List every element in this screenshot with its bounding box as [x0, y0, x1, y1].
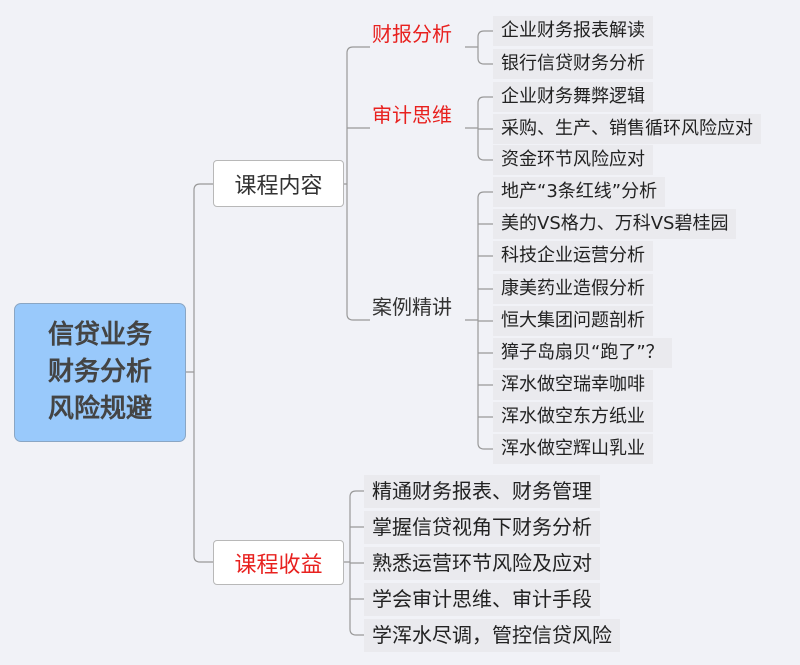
leaf-item[interactable]: 浑水做空东方纸业 [493, 402, 653, 432]
leaf-item[interactable]: 美的VS格力、万科VS碧桂园 [493, 209, 737, 239]
leaf-item[interactable]: 企业财务报表解读 [493, 16, 653, 46]
benefit-item[interactable]: 精通财务报表、财务管理 [364, 475, 600, 508]
leaf-item[interactable]: 恒大集团问题剖析 [493, 306, 653, 336]
root-node[interactable]: 信贷业务 财务分析 风险规避 [14, 303, 186, 442]
leaf-item[interactable]: 浑水做空瑞幸咖啡 [493, 370, 653, 400]
leaf-item[interactable]: 银行信贷财务分析 [493, 49, 653, 79]
benefit-item[interactable]: 学会审计思维、审计手段 [364, 583, 600, 616]
leaf-item[interactable]: 资金环节风险应对 [493, 145, 653, 175]
leaf-item[interactable]: 獐子岛扇贝“跑了”？ [493, 338, 672, 368]
benefit-item[interactable]: 熟悉运营环节风险及应对 [364, 547, 600, 580]
leaf-item[interactable]: 康美药业造假分析 [493, 274, 653, 304]
sub-financial-report-analysis[interactable]: 财报分析 [372, 22, 452, 46]
root-line: 风险规避 [47, 394, 152, 424]
leaf-item[interactable]: 地产“3条红线”分析 [493, 177, 666, 207]
leaf-item[interactable]: 采购、生产、销售循环风险应对 [493, 114, 761, 144]
sub-case-studies[interactable]: 案例精讲 [372, 295, 452, 319]
benefit-item[interactable]: 学浑水尽调，管控信贷风险 [364, 619, 620, 652]
sub-audit-thinking[interactable]: 审计思维 [372, 103, 452, 127]
branch-course-benefits[interactable]: 课程收益 [213, 540, 344, 585]
benefit-item[interactable]: 掌握信贷视角下财务分析 [364, 511, 600, 544]
leaf-item[interactable]: 科技企业运营分析 [493, 241, 653, 271]
leaf-item[interactable]: 浑水做空辉山乳业 [493, 434, 653, 464]
root-line: 财务分析 [47, 357, 152, 387]
leaf-item[interactable]: 企业财务舞弊逻辑 [493, 82, 653, 112]
root-line: 信贷业务 [47, 320, 152, 350]
branch-course-content[interactable]: 课程内容 [213, 160, 344, 207]
